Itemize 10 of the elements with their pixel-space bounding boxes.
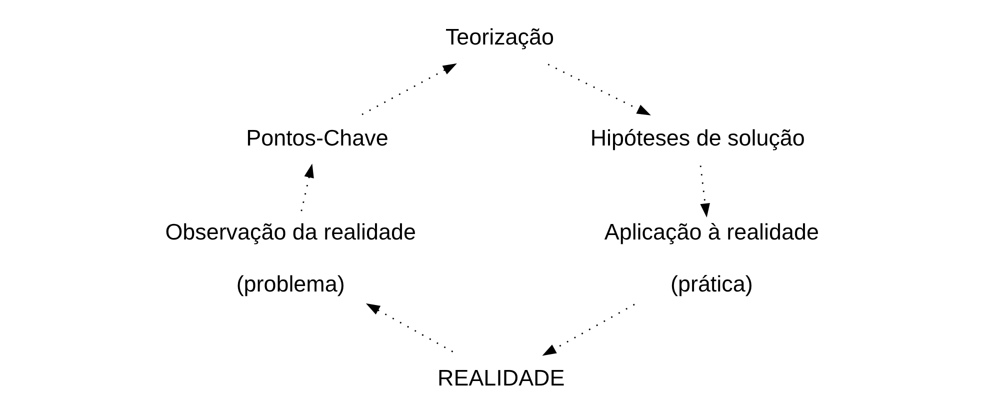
node-text: Teorização: [445, 24, 554, 50]
arrow: [548, 64, 651, 116]
arrow: [542, 304, 635, 356]
arrow: [362, 63, 457, 116]
arrow: [700, 166, 710, 218]
node-text: Aplicação à realidade (prática): [604, 219, 819, 296]
node-text: Hipóteses de solução: [590, 125, 805, 150]
node-text: Observação da realidade (problema): [165, 219, 416, 296]
node-text: Pontos-Chave: [246, 125, 388, 150]
node-text: REALIDADE: [438, 365, 565, 390]
